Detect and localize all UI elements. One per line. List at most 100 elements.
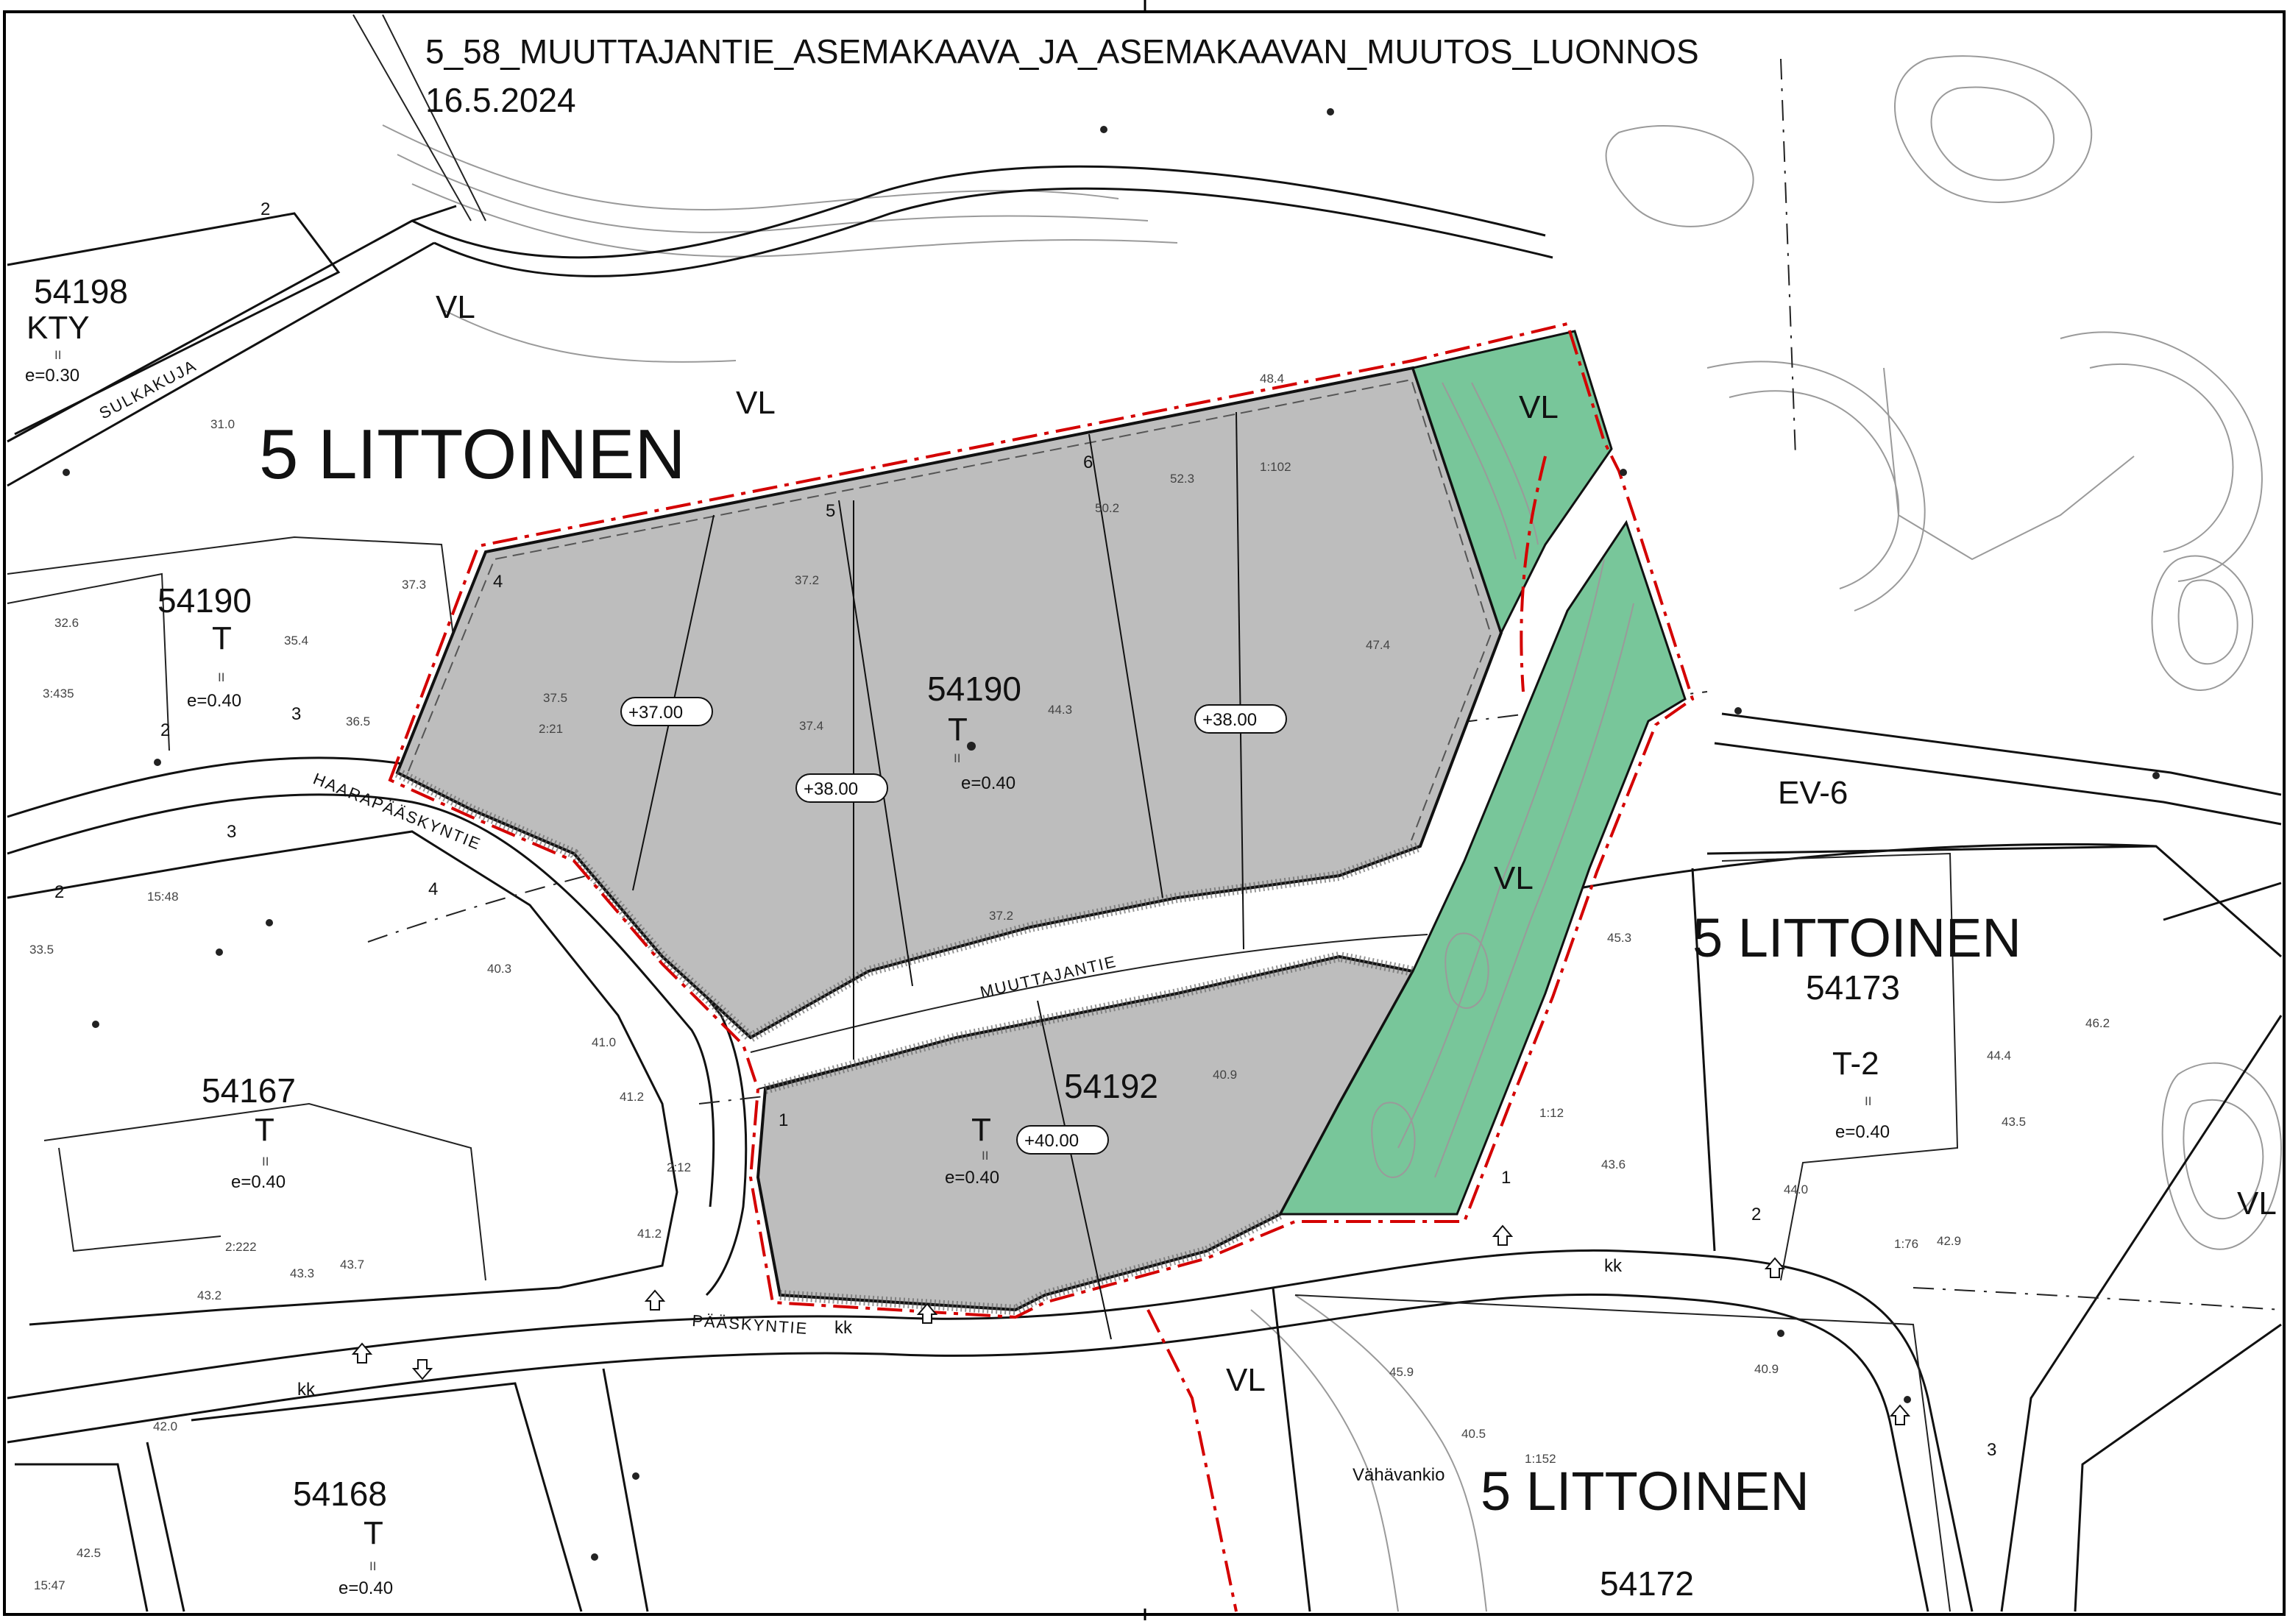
area-code: VL [436, 289, 475, 325]
svg-text:2: 2 [54, 882, 64, 902]
svg-text:41.0: 41.0 [592, 1035, 616, 1049]
district-label-east: 5 LITTOINEN [1692, 907, 2021, 968]
svg-text:44.0: 44.0 [1784, 1182, 1808, 1196]
svg-text:3: 3 [227, 822, 236, 842]
area-code: VL [2237, 1185, 2277, 1221]
svg-text:37.5: 37.5 [543, 691, 567, 705]
block-efficiency: e=0.40 [945, 1168, 999, 1188]
svg-text:2:21: 2:21 [539, 722, 563, 736]
block-number: 54173 [1806, 968, 1900, 1007]
district-label-south: 5 LITTOINEN [1481, 1461, 1809, 1522]
height-label: +38.00 [795, 773, 888, 803]
area-code: VL [1519, 389, 1559, 425]
svg-text:4: 4 [428, 879, 438, 899]
green-area-east[interactable] [1278, 520, 1687, 1216]
elevation-points: 31.0 32.6 37.3 35.4 36.5 37.5 37.2 37.4 … [29, 372, 2110, 1560]
block-number: 54168 [293, 1475, 387, 1513]
svg-text:15:48: 15:48 [147, 890, 179, 904]
area-code: EV-6 [1778, 775, 1848, 811]
svg-text:+38.00: +38.00 [804, 779, 858, 799]
svg-text:44.3: 44.3 [1048, 703, 1072, 717]
street-name: MUUTTAJANTIE [979, 952, 1119, 1001]
svg-text:1:76: 1:76 [1894, 1237, 1918, 1251]
svg-text:1: 1 [1501, 1168, 1511, 1188]
block-efficiency: e=0.30 [25, 366, 79, 386]
svg-text:43.2: 43.2 [197, 1288, 221, 1302]
block-use: T [948, 712, 968, 748]
block-efficiency: e=0.40 [187, 691, 241, 711]
block-use: T [212, 620, 232, 656]
block-number: 54192 [1064, 1067, 1158, 1105]
block-efficiency: e=0.40 [231, 1172, 286, 1192]
svg-text:5: 5 [826, 501, 835, 521]
block-floors: II [369, 1559, 376, 1573]
block-number: 54190 [927, 670, 1021, 708]
svg-text:35.4: 35.4 [284, 634, 308, 648]
svg-text:43.6: 43.6 [1601, 1157, 1626, 1171]
svg-text:3: 3 [1987, 1440, 1996, 1460]
svg-text:40.9: 40.9 [1754, 1362, 1779, 1376]
svg-text:37.2: 37.2 [989, 909, 1013, 923]
svg-text:2: 2 [160, 720, 170, 740]
svg-text:43.7: 43.7 [340, 1258, 364, 1272]
svg-text:37.3: 37.3 [402, 578, 426, 592]
block-floors: II [954, 751, 960, 765]
block-floors: II [982, 1149, 988, 1163]
plot-numbers: 2 4 5 6 2 3 3 2 4 1 1 2 3 [54, 199, 1996, 1460]
green-area-north[interactable] [1411, 330, 1613, 636]
svg-text:37.4: 37.4 [799, 719, 823, 733]
svg-text:1:102: 1:102 [1260, 460, 1291, 474]
block-use: KTY [26, 310, 90, 346]
svg-text:40.5: 40.5 [1461, 1427, 1486, 1441]
svg-text:50.2: 50.2 [1095, 501, 1119, 515]
svg-text:43.3: 43.3 [290, 1266, 314, 1280]
svg-text:37.2: 37.2 [795, 573, 819, 587]
kk-marking: kk [1604, 1256, 1623, 1276]
kk-marking: kk [297, 1380, 316, 1400]
svg-text:45.3: 45.3 [1607, 931, 1631, 945]
svg-text:1: 1 [779, 1110, 788, 1130]
svg-text:+37.00: +37.00 [628, 703, 683, 723]
svg-text:42.0: 42.0 [153, 1419, 177, 1433]
svg-text:41.2: 41.2 [637, 1227, 662, 1241]
kk-marking: kk [834, 1318, 853, 1338]
block-floors: II [54, 348, 61, 362]
area-code: VL [1226, 1362, 1266, 1398]
svg-text:43.5: 43.5 [2002, 1115, 2026, 1129]
block-number: 54167 [202, 1071, 296, 1110]
svg-text:40.3: 40.3 [487, 962, 511, 976]
svg-text:2: 2 [260, 199, 270, 219]
place-name: Vähävankio [1353, 1465, 1444, 1485]
block-floors: II [1865, 1094, 1871, 1108]
block-use: T [364, 1515, 383, 1551]
block-floors: II [262, 1155, 269, 1169]
block-efficiency: e=0.40 [338, 1578, 393, 1598]
svg-text:1:152: 1:152 [1525, 1452, 1556, 1466]
survey-point-markers [63, 108, 2160, 1561]
height-label: +38.00 [1194, 704, 1287, 734]
svg-text:2:12: 2:12 [667, 1160, 691, 1174]
svg-text:45.9: 45.9 [1389, 1365, 1414, 1379]
area-code: VL [1494, 860, 1534, 896]
svg-text:3:435: 3:435 [43, 687, 74, 701]
green-area-contours [1371, 382, 1634, 1178]
block-use: T-2 [1832, 1046, 1879, 1082]
svg-text:4: 4 [493, 572, 503, 592]
street-name: PÄÄSKYNTIE [692, 1311, 809, 1338]
svg-text:6: 6 [1083, 453, 1093, 472]
svg-text:42.5: 42.5 [77, 1546, 101, 1560]
block-efficiency: e=0.40 [1835, 1122, 1890, 1142]
block-efficiency: e=0.40 [961, 773, 1015, 793]
area-code: VL [736, 385, 776, 421]
svg-text:47.4: 47.4 [1366, 638, 1390, 652]
svg-text:1:12: 1:12 [1539, 1106, 1564, 1120]
svg-text:2: 2 [1751, 1205, 1761, 1224]
svg-text:3: 3 [291, 704, 301, 724]
svg-text:40.9: 40.9 [1213, 1068, 1237, 1082]
svg-text:46.2: 46.2 [2085, 1016, 2110, 1030]
district-label-west: 5 LITTOINEN [259, 415, 686, 494]
svg-text:42.9: 42.9 [1937, 1234, 1961, 1248]
block-number: 54198 [34, 272, 128, 311]
